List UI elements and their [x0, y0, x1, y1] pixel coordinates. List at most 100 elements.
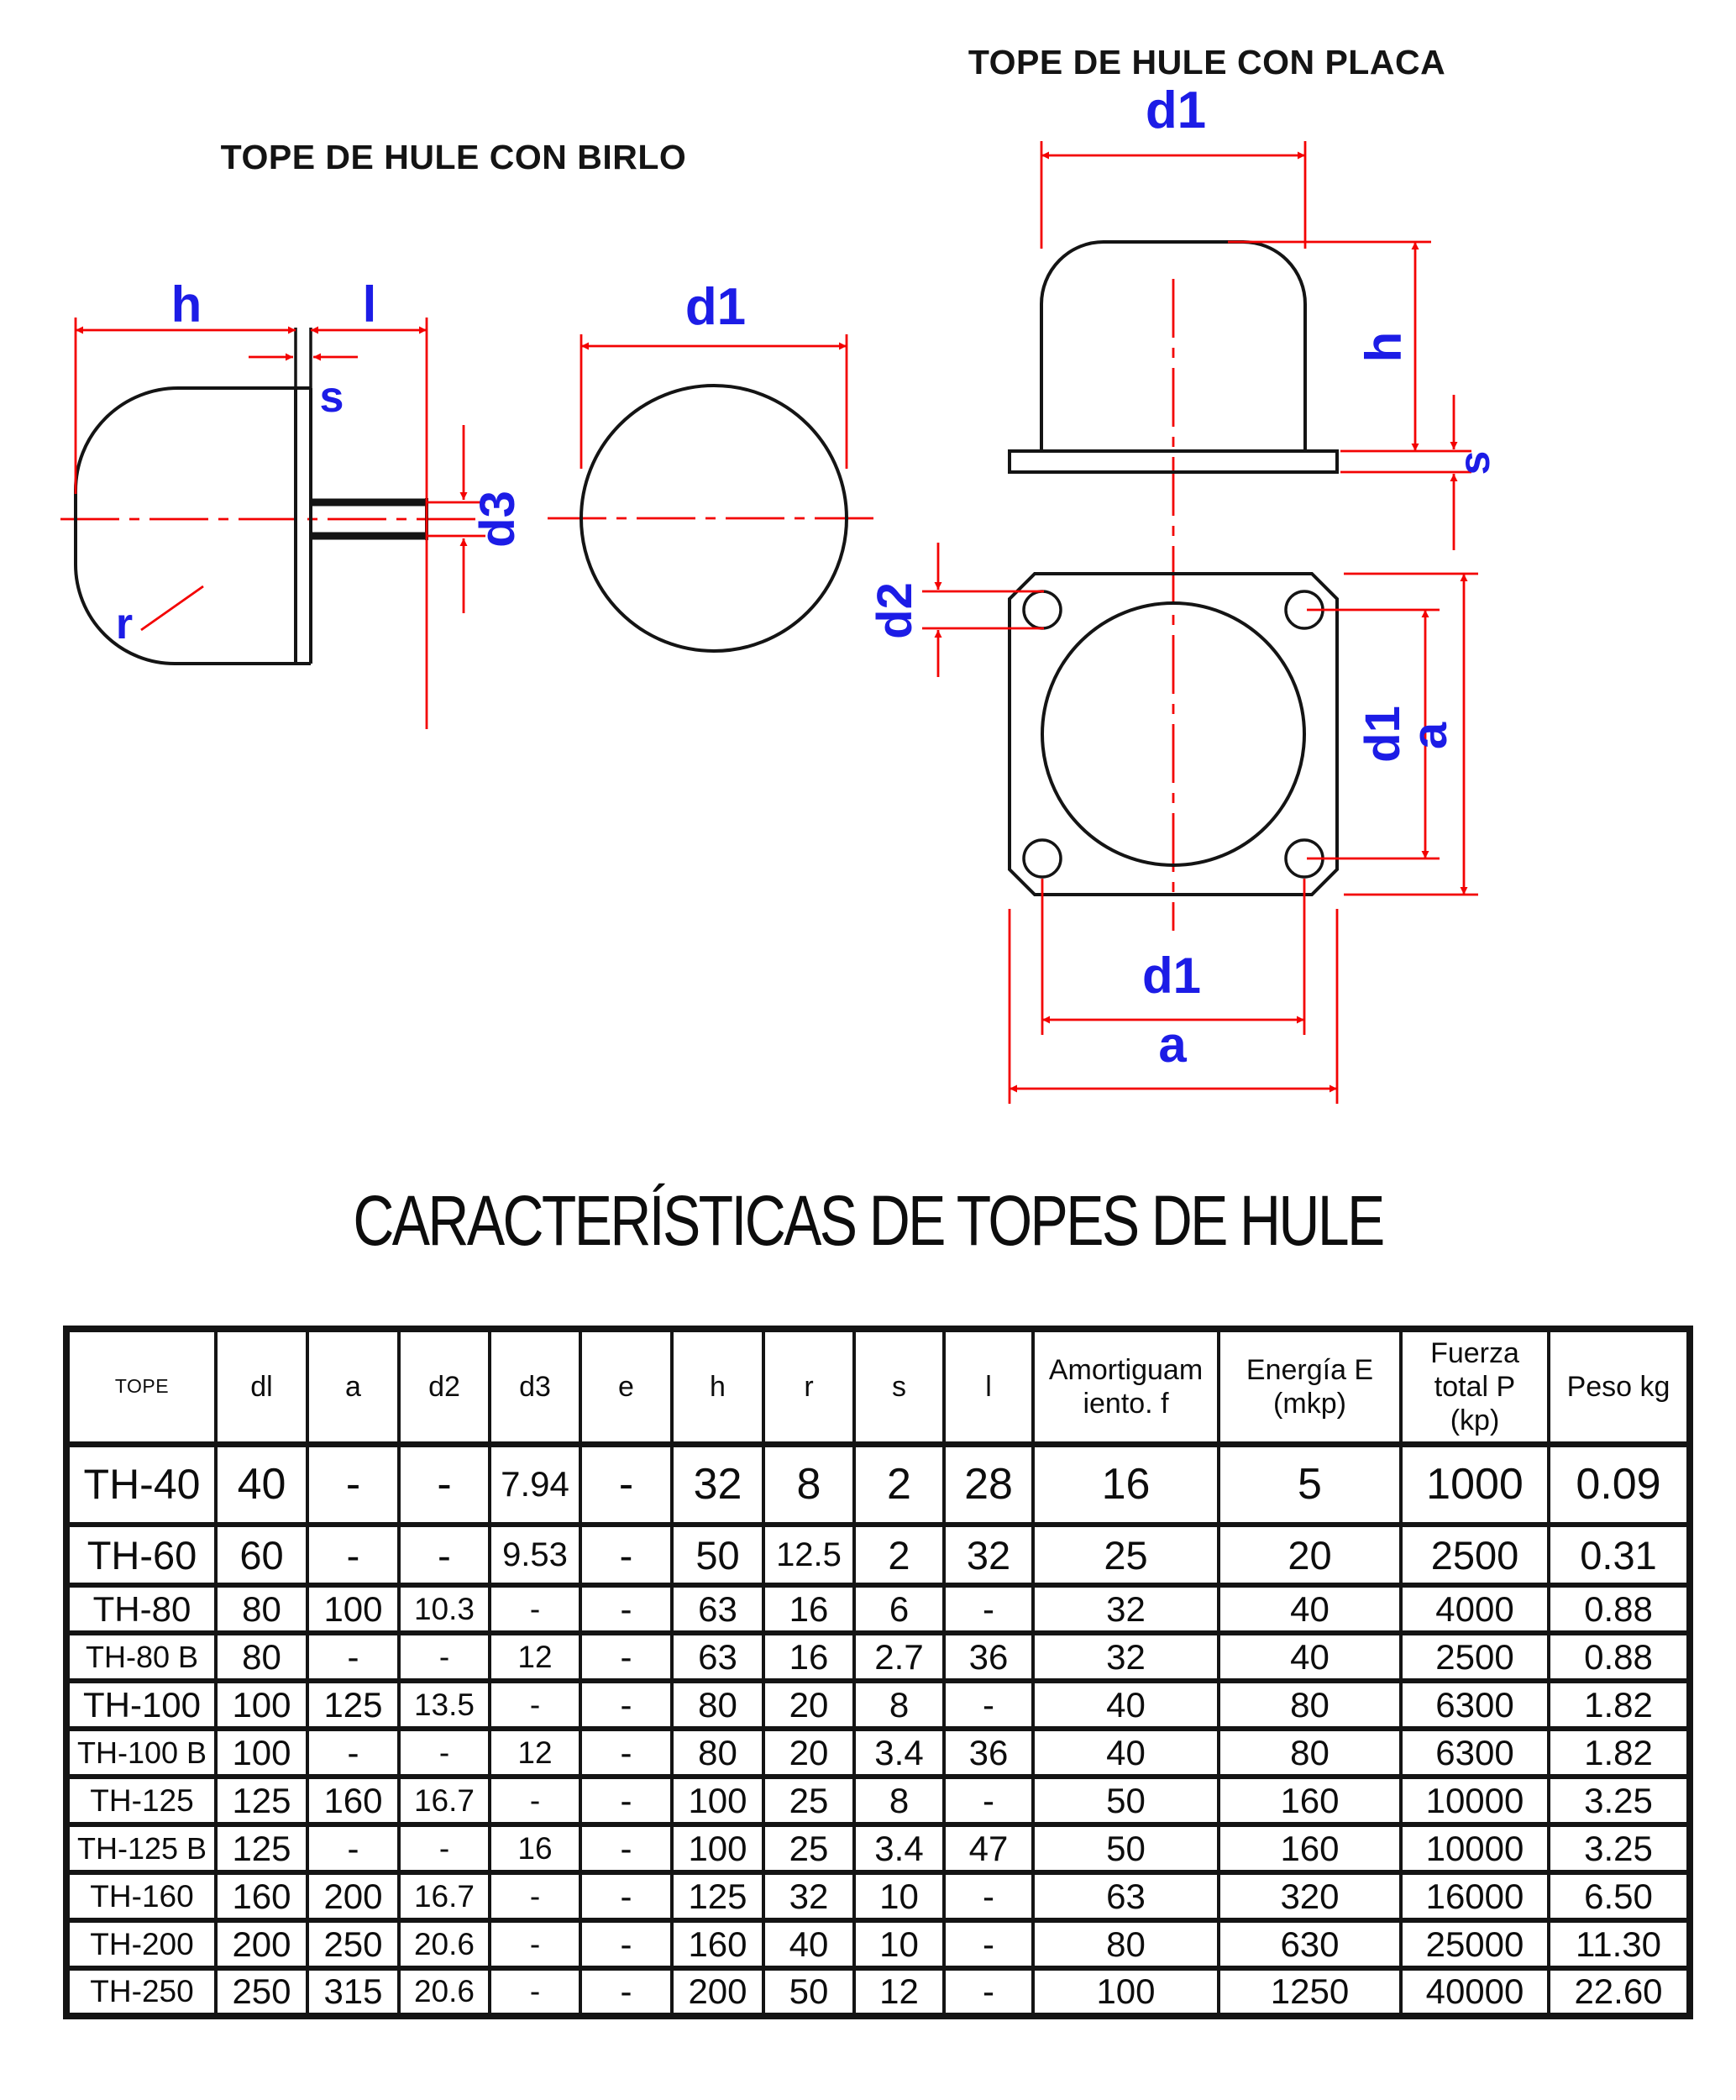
table-cell: - [942, 1774, 1035, 1826]
table-cell: 160 [1217, 1822, 1403, 1874]
table-cell: - [579, 1522, 674, 1587]
table-cell: 20 [762, 1726, 856, 1778]
table-cell: - [488, 1870, 582, 1922]
plate-plan-outline [1008, 572, 1339, 896]
table-cell: - [488, 1774, 582, 1826]
dim-label-d1: d1 [1146, 81, 1206, 139]
h-dimension: h [1228, 240, 1471, 453]
dim-label-r: r [116, 600, 133, 648]
table-cell: 50 [762, 1966, 856, 2018]
column-header: Amortiguam iento. f [1031, 1327, 1220, 1447]
table-cell: 2 [852, 1522, 946, 1587]
dim-label-h: h [1356, 332, 1412, 363]
table-cell: 63 [670, 1630, 765, 1683]
table-cell: TH-250 [65, 1966, 218, 2018]
dim-label-d1: d1 [1142, 948, 1201, 1004]
table-cell: - [579, 1441, 674, 1526]
rubber-body-outline [74, 386, 297, 665]
table-cell: 11.30 [1547, 1918, 1691, 1970]
table-cell: - [579, 1822, 674, 1874]
column-header: h [670, 1327, 765, 1447]
table-cell: - [579, 1918, 674, 1970]
column-header: TOPE [65, 1327, 218, 1447]
table-cell: 50 [1031, 1774, 1220, 1826]
table-cell: - [579, 1726, 674, 1778]
column-header: d3 [488, 1327, 582, 1447]
table-cell: 32 [762, 1870, 856, 1922]
table-cell: 2.7 [852, 1630, 946, 1683]
table-cell: 100 [1031, 1966, 1220, 2018]
table-cell: 63 [1031, 1870, 1220, 1922]
table-cell: 160 [214, 1870, 309, 1922]
table-cell: 9.53 [488, 1522, 582, 1587]
d1-bottom-dimension: d1 [1041, 879, 1306, 1035]
table-cell: 32 [942, 1522, 1035, 1587]
table-cell: 50 [670, 1522, 765, 1587]
stop-base-circle [1041, 601, 1306, 867]
table-cell: 200 [670, 1966, 765, 2018]
dim-label-d1: d1 [1356, 706, 1410, 763]
table-cell: 1.82 [1547, 1726, 1691, 1778]
table-cell: 200 [214, 1918, 309, 1970]
table-cell: TH-125 B [65, 1822, 218, 1874]
table-cell: 16.7 [397, 1870, 491, 1922]
table-cell: 100 [670, 1774, 765, 1826]
table-cell: TH-125 [65, 1774, 218, 1826]
column-header: l [942, 1327, 1035, 1447]
table-cell: 25 [762, 1822, 856, 1874]
table-cell: 16000 [1399, 1870, 1550, 1922]
table-cell: - [397, 1522, 491, 1587]
dim-label-s: s [1450, 451, 1499, 475]
table-cell: - [579, 1630, 674, 1683]
table-cell: 20 [762, 1678, 856, 1730]
table-cell: 80 [214, 1583, 309, 1635]
table-cell: - [397, 1630, 491, 1683]
bolt-hole [1022, 838, 1062, 879]
dim-label-d1: d1 [685, 278, 746, 336]
dim-label-l: l [363, 276, 377, 333]
column-header: a [306, 1327, 401, 1447]
table-cell: 80 [1217, 1678, 1403, 1730]
table-cell: 20.6 [397, 1918, 491, 1970]
table-cell: 50 [1031, 1822, 1220, 1874]
table-cell: 250 [306, 1918, 401, 1970]
table-cell: 40 [1217, 1630, 1403, 1683]
column-header: Peso kg [1547, 1327, 1691, 1447]
table-cell: 10 [852, 1918, 946, 1970]
s-dimension: s [1340, 395, 1499, 550]
table-cell: - [306, 1522, 401, 1587]
table-cell: - [579, 1678, 674, 1730]
table-cell: 47 [942, 1822, 1035, 1874]
table-cell: TH-160 [65, 1870, 218, 1922]
table-cell: TH-60 [65, 1522, 218, 1587]
table-cell: 13.5 [397, 1678, 491, 1730]
column-header: Fuerza total P (kp) [1399, 1327, 1550, 1447]
table-cell: 3.4 [852, 1726, 946, 1778]
table-cell: 10.3 [397, 1583, 491, 1635]
table-cell: TH-200 [65, 1918, 218, 1970]
table-cell: - [306, 1630, 401, 1683]
s-dimension: s [249, 353, 358, 422]
table-cell: 125 [214, 1822, 309, 1874]
drawing-birlo: TOPE DE HULE CON BIRLO [60, 138, 880, 729]
table-cell: 60 [214, 1522, 309, 1587]
table-cell: 20 [1217, 1522, 1403, 1587]
table-cell: 40 [1031, 1678, 1220, 1730]
table-cell: 125 [214, 1774, 309, 1826]
h-dimension: h [74, 276, 296, 494]
dim-label-d3: d3 [470, 491, 525, 548]
drawing-title: TOPE DE HULE CON BIRLO [221, 138, 687, 176]
table-cell: 12 [488, 1630, 582, 1683]
column-header: s [852, 1327, 946, 1447]
table-cell: 4000 [1399, 1583, 1550, 1635]
table-cell: 160 [1217, 1774, 1403, 1826]
table-cell: 12 [852, 1966, 946, 2018]
table-cell: - [306, 1726, 401, 1778]
table-cell: 10000 [1399, 1822, 1550, 1874]
table-cell: - [942, 1966, 1035, 2018]
a-bottom-dimension: a [1008, 909, 1339, 1104]
table-cell: 36 [942, 1726, 1035, 1778]
